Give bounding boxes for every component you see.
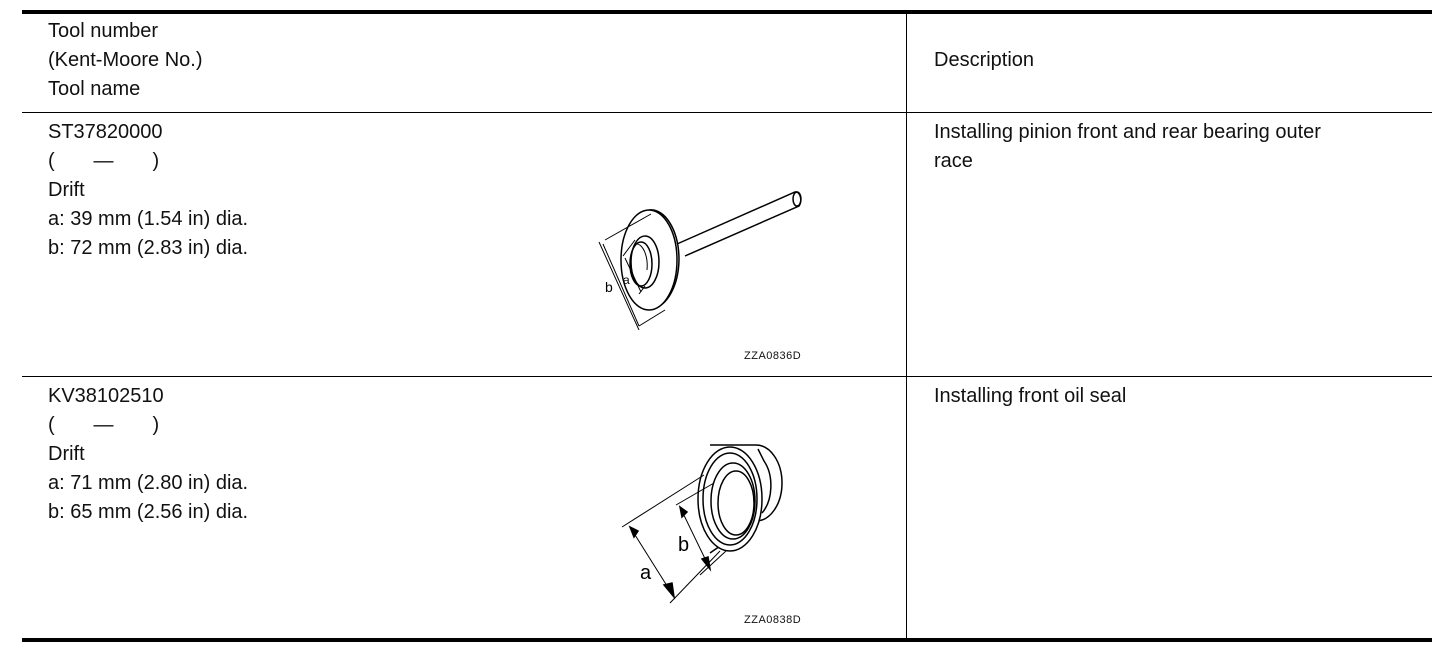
column-divider	[906, 14, 907, 638]
svg-text:a: a	[623, 273, 630, 287]
kent-moore-number: ( — )	[48, 414, 160, 436]
dimension-b: b: 72 mm (2.83 in) dia.	[48, 237, 249, 259]
figure-code: ZZA0836D	[744, 350, 802, 362]
figure-code: ZZA0838D	[744, 614, 802, 626]
row-divider	[22, 376, 1432, 377]
dimension-a: a: 71 mm (2.80 in) dia.	[48, 472, 249, 494]
header-tool-name: Tool name	[48, 78, 141, 100]
table-top-rule	[22, 10, 1432, 14]
tool-name: Drift	[48, 179, 85, 201]
tool-number: ST37820000	[48, 121, 163, 143]
drift-with-shaft-illustration: b a	[598, 191, 802, 330]
svg-text:b: b	[605, 279, 613, 295]
header-tool-number: Tool number	[48, 20, 159, 42]
header-tool-column: Tool number (Kent-Moore No.) Tool name	[48, 17, 203, 104]
tool-number: KV38102510	[48, 385, 164, 407]
tool-description: Installing pinion front and rear bearing…	[934, 121, 1321, 172]
kent-moore-number: ( — )	[48, 150, 160, 172]
header-description: Description	[934, 49, 1035, 71]
dimension-b: b: 65 mm (2.56 in) dia.	[48, 501, 249, 523]
header-kent-moore: (Kent-Moore No.)	[48, 49, 203, 71]
table-bottom-rule	[22, 638, 1432, 642]
cylindrical-drift-illustration: a b	[621, 444, 783, 604]
header-bottom-rule	[22, 112, 1432, 113]
svg-text:b: b	[678, 534, 689, 556]
dimension-a: a: 39 mm (1.54 in) dia.	[48, 208, 249, 230]
tool-description: Installing front oil seal	[934, 385, 1127, 407]
special-tools-table: Tool number (Kent-Moore No.) Tool name D…	[22, 10, 1432, 642]
table-row: KV38102510 ( — ) Drift a: 71 mm (2.80 in…	[48, 382, 248, 527]
tool-name: Drift	[48, 443, 85, 465]
svg-text:a: a	[640, 562, 652, 584]
table-row: ST37820000 ( — ) Drift a: 39 mm (1.54 in…	[48, 118, 248, 263]
